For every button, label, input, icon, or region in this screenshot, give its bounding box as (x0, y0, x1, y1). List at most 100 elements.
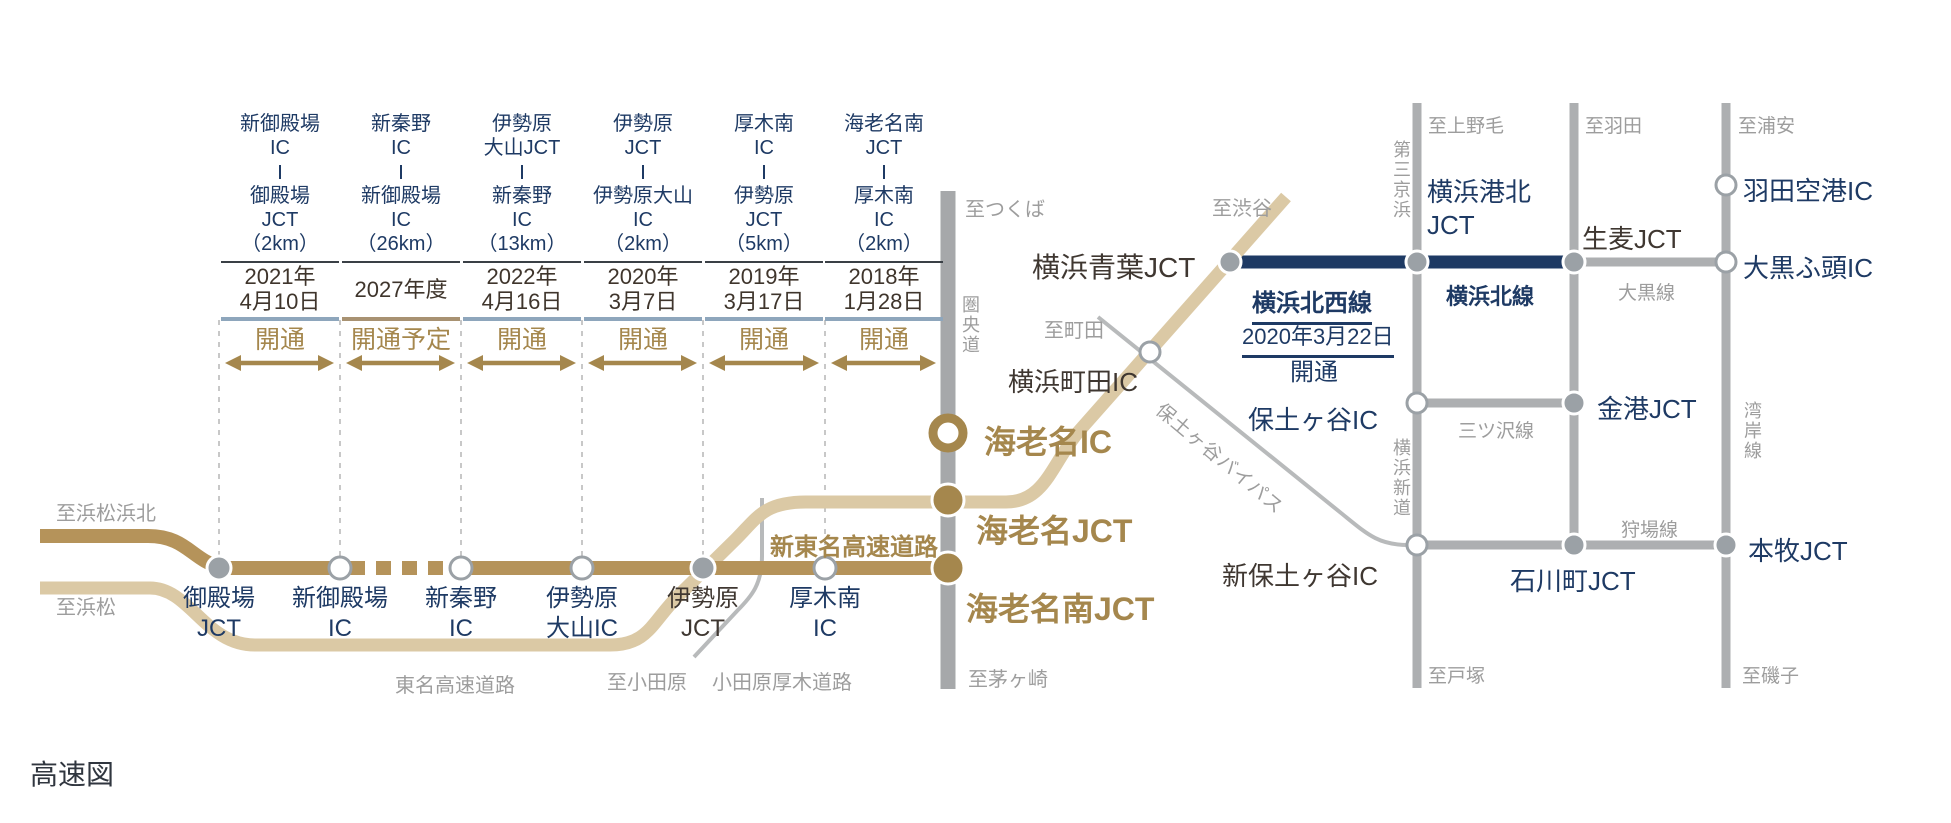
segment-distance: （2km） (845, 233, 923, 255)
hokusei-line-label: 横浜北西線 (1252, 283, 1372, 325)
opening-arrows (225, 355, 936, 371)
atsugi-minami-ic-node (812, 555, 838, 581)
isehara-oyama-ic-node (569, 555, 595, 581)
to-odawara-label: 至小田原 (607, 672, 687, 694)
rule (705, 261, 823, 263)
open-date-line2: 1月28日 (843, 289, 925, 314)
hokusei-open-date-label: 2020年3月22日 (1242, 319, 1394, 358)
segment-from-type: IC (270, 137, 290, 159)
honmoku-jct-label: 本牧JCT (1748, 536, 1848, 566)
namamugi-jct-node (1561, 249, 1587, 275)
yokohama-aoba-jct-label: 横浜青葉JCT (1032, 252, 1196, 283)
rule (342, 261, 460, 263)
hodogaya-ic-label: 保土ヶ谷IC (1248, 405, 1379, 435)
tomei-road-east (948, 192, 1291, 509)
segment-to: 新秦野 (492, 185, 552, 207)
odawara-atsugi-road (692, 498, 764, 659)
segment-connector (218, 160, 342, 184)
segment-connector (581, 160, 705, 184)
segment-from: 新御殿場 (240, 113, 320, 135)
to-urayasu-label: 至浦安 (1738, 116, 1796, 137)
segment-distance: （13km） (477, 233, 567, 255)
open-date-line2: 4月16日 (481, 289, 563, 314)
yokohama-machida-ic-label: 横浜町田IC (1008, 367, 1139, 397)
segment-to-type: JCT (261, 209, 299, 231)
rule (463, 261, 581, 263)
segment-from-type: 大山JCT (483, 137, 561, 159)
rule-colored (705, 317, 823, 321)
open-status: 開通 (858, 326, 909, 354)
kanko-jct-node (1561, 390, 1587, 416)
ishikawacho-jct-node (1561, 532, 1587, 558)
daikoku-line-label: 大黒線 (1618, 283, 1676, 304)
ebina-jct-node (930, 482, 966, 518)
rule-colored (463, 317, 581, 321)
segment-distance: （2km） (241, 233, 319, 255)
segment-from: 新秦野 (371, 113, 431, 135)
open-status: 開通 (496, 326, 547, 354)
segment-from: 伊勢原 (492, 113, 552, 135)
wangan-line-label: 湾岸線 (1742, 401, 1762, 461)
segment-distance: （5km） (725, 233, 803, 255)
to-hamamatsu-label: 至浜松 (56, 597, 116, 619)
ebina-ic-label: 海老名IC (984, 424, 1113, 460)
shin-hadano-ic-node (448, 555, 474, 581)
to-chigasaki-label: 至茅ヶ崎 (968, 669, 1048, 691)
open-date-line2: 3月7日 (608, 289, 678, 314)
haneda-airport-ic-label: 羽田空港IC (1743, 176, 1874, 206)
tomei-road-west (40, 495, 948, 652)
ishikawacho-jct-label: 石川町JCT (1510, 566, 1636, 596)
tomei-expressway-label: 東名高速道路 (395, 675, 515, 697)
ebina-ic-node (928, 413, 968, 453)
page-title: 高速図 (30, 759, 115, 790)
rule-colored (342, 317, 460, 321)
rule-colored (221, 317, 339, 321)
shin-hodogaya-ic-node (1405, 533, 1429, 557)
open-date-line2: 4月10日 (239, 289, 321, 314)
segment-connector (702, 160, 826, 184)
ebina-jct-label: 海老名JCT (976, 513, 1133, 549)
kariba-line-label: 狩場線 (1621, 520, 1679, 541)
segment-to-type: JCT (745, 209, 783, 231)
mitsuzawa-line-label: 三ツ沢線 (1458, 421, 1535, 442)
nodes (205, 173, 1739, 586)
daisan-keihin-label: 第三京浜 (1391, 140, 1411, 220)
ebina-minami-jct-node (930, 550, 966, 586)
open-status: 開通 (617, 326, 668, 354)
rule (221, 261, 339, 263)
segment-guide-lines (218, 320, 826, 558)
to-shibuya-label: 至渋谷 (1212, 198, 1272, 220)
segment-column-2: 新秦野 IC 新御殿場 IC （26km） 2027年度 開通予定 (339, 112, 463, 355)
segment-to: 伊勢原 (734, 185, 794, 207)
to-hamamatsu-hamakita-label: 至浜松浜北 (56, 503, 156, 525)
kenodo-label: 圏央道 (960, 295, 980, 355)
shintomei-branch-hamakita (40, 529, 223, 574)
segment-connector (339, 160, 463, 184)
segment-distance: （2km） (604, 233, 682, 255)
shintomei-expressway-label: 新東名高速道路 (770, 534, 938, 561)
to-haneda-label: 至羽田 (1585, 116, 1643, 137)
open-status: 開通 (738, 326, 789, 354)
gotemba-jct-node (205, 554, 233, 582)
open-date-line1: 2022年 (486, 264, 558, 289)
haneda-airport-ic-node (1714, 173, 1738, 197)
open-date-line1: 2019年 (728, 264, 800, 289)
ebina-minami-jct-label: 海老名南JCT (966, 591, 1155, 627)
open-date-line2: 3月17日 (723, 289, 805, 314)
segment-connector (460, 160, 584, 184)
honmoku-jct-node (1713, 532, 1739, 558)
segment-to-type: IC (391, 209, 411, 231)
segment-to-type: IC (512, 209, 532, 231)
segment-from-type: IC (391, 137, 411, 159)
open-date-line1: 2021年 (244, 264, 316, 289)
open-date-line1: 2018年 (848, 264, 920, 289)
rule-colored (584, 317, 702, 321)
